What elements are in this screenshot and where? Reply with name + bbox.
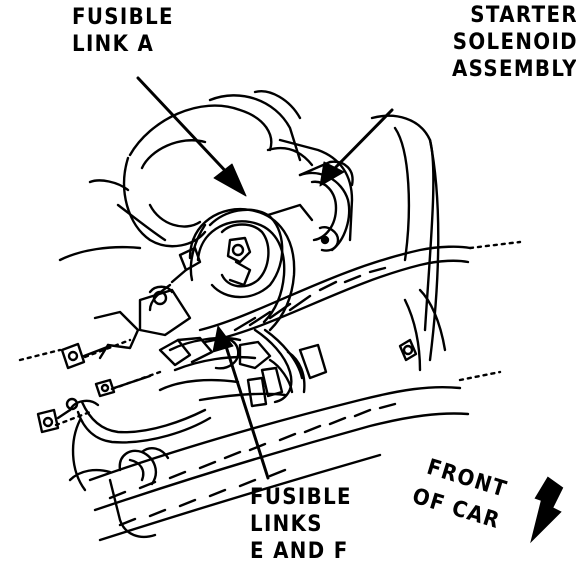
starter-solenoid-arrow-shaft <box>333 108 394 170</box>
front-arrow-icon <box>530 476 564 544</box>
frame-rail <box>68 385 470 542</box>
starter-solenoid-assembly-label: STARTER SOLENOID ASSEMBLY <box>452 2 576 83</box>
starter-motor-housing <box>93 203 314 402</box>
engine-block-outline <box>58 90 440 362</box>
fusible-links-connector <box>158 328 328 408</box>
ground-strap <box>108 446 170 539</box>
callout-arrows <box>136 76 394 480</box>
fusible-links-ef-line-3: E AND F <box>250 539 349 564</box>
starter-solenoid-arrowhead <box>319 161 345 187</box>
starter-solenoid-line-1: STARTER <box>470 3 576 28</box>
starter-solenoid-line-2: SOLENOID <box>452 30 576 55</box>
starter-solenoid-line-3: ASSEMBLY <box>451 57 576 82</box>
fusible-links-ef-arrowhead <box>212 325 234 353</box>
fusible-link-a-label: FUSIBLE LINK A <box>72 4 174 58</box>
arrowheads <box>212 161 345 353</box>
fusible-links-e-and-f-label: FUSIBLE LINKS E AND F <box>250 484 352 565</box>
dashed-leader-lines <box>18 240 522 427</box>
main-harness <box>198 245 472 372</box>
fusible-links-ef-line-1: FUSIBLE <box>250 485 352 510</box>
mounting-bolts <box>36 342 212 444</box>
fusible-links-ef-line-2: LINKS <box>250 512 323 537</box>
fusible-link-a-arrowhead <box>213 163 247 197</box>
fusible-link-a-arrow-shaft <box>136 76 234 180</box>
fusible-link-a-line-2: LINK A <box>72 32 155 57</box>
fusible-links-ef-arrow-shaft <box>222 338 270 480</box>
fusible-link-a-line-1: FUSIBLE <box>72 5 174 30</box>
